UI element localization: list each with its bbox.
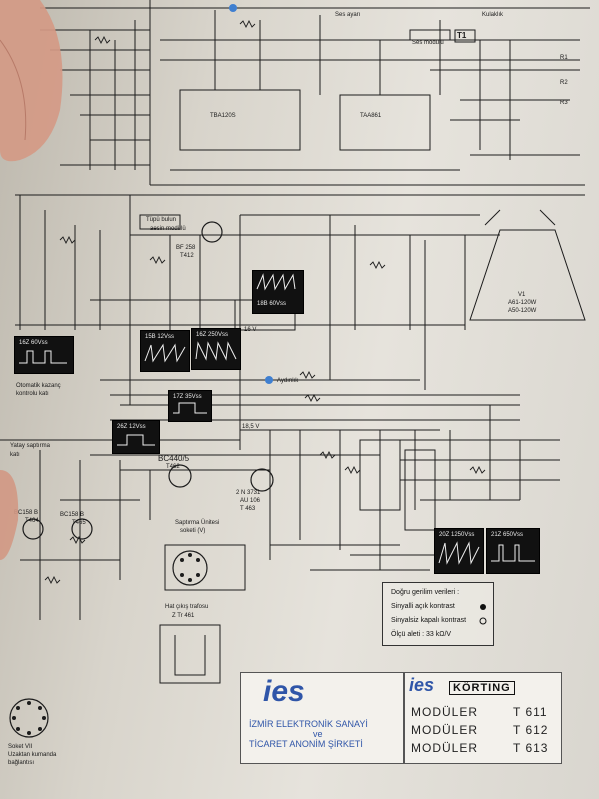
label-r2: R2 <box>560 80 568 86</box>
label-t1: T1 <box>457 31 467 40</box>
label-sesin-modulu: aesin modülü <box>150 226 186 232</box>
label-bc440: BC440/5 <box>158 454 190 463</box>
label-ztr461: Z Tr 461 <box>172 613 195 619</box>
ies-logo-right: ies <box>409 675 435 695</box>
label-saptirma-unitesi: Saptırma Ünitesi <box>175 520 220 526</box>
label-crt-a61: A61-120W <box>508 300 537 306</box>
label-aydinlik: Aydınlık <box>277 378 299 384</box>
module-name: MODÜLER <box>411 723 479 737</box>
waveform-label: 16Z 60Vss <box>19 340 48 346</box>
label-uzaktan-kumanda: Uzaktan kumanda <box>8 752 57 758</box>
waveform-label: 15B 12Vss <box>145 334 175 340</box>
label-bc158-1: BC158 B <box>14 510 39 516</box>
label-bc158-2: BC158 B <box>60 512 85 518</box>
label-au106: AU 106 <box>240 498 261 504</box>
waveform-panel: 16Z 250Vss <box>191 328 241 370</box>
legend-row-meter: Ölçü aleti : 33 kΩ/V <box>391 631 452 638</box>
label-saptirma-soketi: soketi (V) <box>180 528 206 534</box>
module-code: T 612 <box>513 723 549 737</box>
company-line-2: TİCARET ANONİM ŞİRKETİ <box>249 739 363 749</box>
ies-company-block: ies İZMİR ELEKTRONİK SANAYİ ve TİCARET A… <box>240 672 404 764</box>
legend-row-signal-off: Sinyalsiz kapalı kontrast <box>391 617 467 624</box>
label-bf258: BF 258 <box>176 245 196 251</box>
module-name: MODÜLER <box>411 705 479 719</box>
label-kulaklik: Kulaklık <box>482 12 504 18</box>
waveform-label: 21Z 650Vss <box>491 532 524 538</box>
korting-brand: KÖRTING <box>449 681 515 695</box>
label-kontrolu-kati: kontrolu katı <box>16 391 49 397</box>
label-t462: T462 <box>166 464 180 470</box>
label-yatay-saptirma: Yatay saptırma <box>10 443 50 449</box>
korting-module-block: ies KÖRTING MODÜLER T 611 MODÜLER T 612 … <box>404 672 562 764</box>
label-16v: 16 V <box>244 327 257 333</box>
label-t464: T464 <box>25 518 39 524</box>
label-r3: R3 <box>560 100 568 106</box>
module-code: T 613 <box>513 741 549 755</box>
waveform-panel: 16Z 60Vss <box>14 336 74 374</box>
ies-logo-left: ies <box>263 675 305 708</box>
waveform-panel: 15B 12Vss <box>140 330 190 372</box>
label-baglantisi: bağlantısı <box>8 760 35 766</box>
company-ve: ve <box>313 729 323 739</box>
label-ses-ayari: Ses ayarı <box>335 12 361 18</box>
legend-title: Doğru gerilim verileri : <box>391 589 460 596</box>
waveform-label: 16Z 250Vss <box>196 332 229 338</box>
label-crt-a50: A50-120W <box>508 308 537 314</box>
company-line-1: İZMİR ELEKTRONİK SANAYİ <box>249 719 368 729</box>
legend-symbols <box>479 604 487 625</box>
label-18-5v: 18,5 V <box>242 424 260 430</box>
label-2n3731: 2 N 3731 <box>236 490 261 496</box>
label-t465: T465 <box>72 520 86 526</box>
label-otomatik-kazanc: Otomatik kazanç <box>16 383 61 389</box>
waveform-label: 17Z 35Vss <box>173 394 202 400</box>
waveform-label: 20Z 1250Vss <box>439 532 475 538</box>
waveform-label: 18B 60Vss <box>257 301 287 307</box>
waveform-panel: 20Z 1250Vss <box>434 528 484 574</box>
label-ic-tba120s: TBA120S <box>210 113 236 119</box>
label-crt-v1: V1 <box>518 292 526 298</box>
module-code: T 611 <box>513 705 548 719</box>
waveform-label: 26Z 12Vss <box>117 424 146 430</box>
label-t412: T412 <box>180 253 194 259</box>
waveform-panel: 18B 60Vss <box>252 270 304 314</box>
waveform-panel: 21Z 650Vss <box>486 528 540 574</box>
legend-row-signal-on: Sinyalli açık kontrast <box>391 603 455 610</box>
label-ses-modulu: Ses modulu <box>412 40 444 46</box>
label-tube-box: Tüpü bulun <box>146 217 177 223</box>
module-name: MODÜLER <box>411 741 479 755</box>
label-t463: T 463 <box>240 506 256 512</box>
label-r1: R1 <box>560 55 568 61</box>
dc-voltage-legend: Doğru gerilim verileri : Sinyalli açık k… <box>382 582 494 646</box>
label-hat-cikis-trafosu: Hat çıkış trafosu <box>165 604 209 610</box>
label-yatay-kati: katı <box>10 452 20 458</box>
waveform-panel: 26Z 12Vss <box>112 420 160 454</box>
label-soket-vii: Soket VII <box>8 744 33 750</box>
label-ic-taa861: TAA861 <box>360 113 382 119</box>
waveform-panel: 17Z 35Vss <box>168 390 212 422</box>
